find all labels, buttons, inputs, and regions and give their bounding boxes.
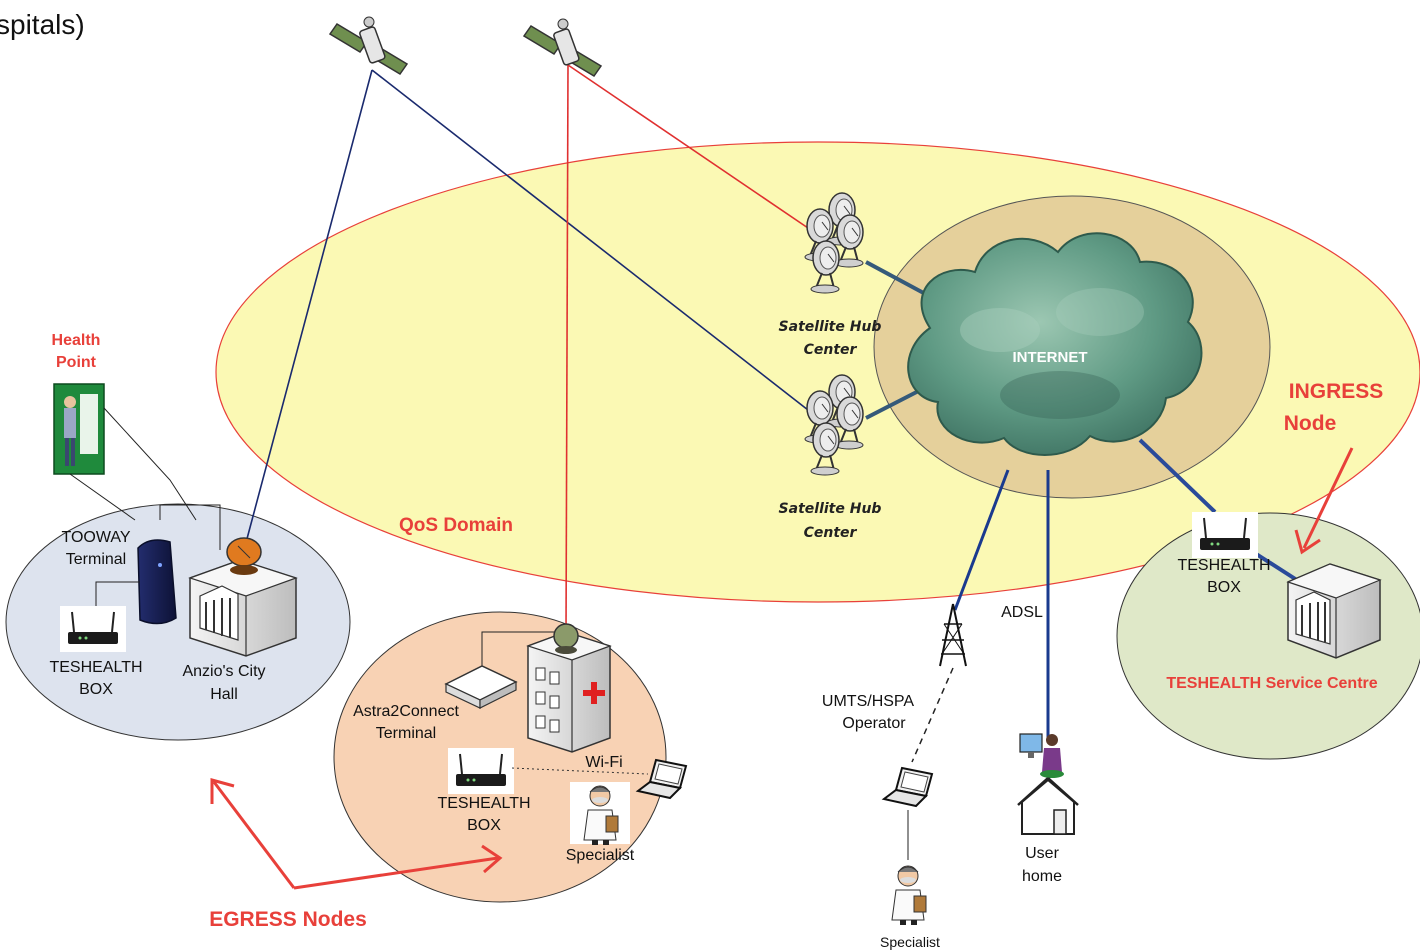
city-hall-label: Hall	[210, 686, 238, 703]
title-fragment: spitals)	[0, 9, 85, 40]
astra2connect-terminal-label: Astra2Connect	[353, 703, 459, 720]
city-hall-dish-icon	[226, 537, 262, 575]
link-healthpoint-terminal	[69, 473, 136, 521]
health-point-kiosk-icon	[53, 383, 105, 475]
city-hall-label: Anzio's City	[182, 663, 265, 680]
teshealth-box-label: BOX	[79, 681, 113, 698]
tooway-terminal-label: Terminal	[66, 551, 126, 568]
satellite-icon	[329, 16, 408, 75]
link-internet-service	[1138, 438, 1217, 514]
astra2connect-terminal-label: Terminal	[376, 725, 436, 742]
router-icon	[1191, 511, 1259, 559]
service-centre-building-icon	[1286, 563, 1382, 659]
house-icon	[1016, 776, 1080, 836]
umts-operator-label: Operator	[842, 715, 906, 732]
city-hall-node-ellipse	[5, 503, 351, 741]
user-computer-icon	[1019, 733, 1064, 778]
teshealth-box-label: TESHEALTH	[437, 795, 530, 812]
satellite-hub-label: Satellite Hub	[779, 501, 882, 517]
cell-tower-icon	[939, 603, 967, 667]
ingress-arrow-icon	[1294, 447, 1354, 555]
internet-label: INTERNET	[1013, 349, 1088, 366]
teshealth-box-label: BOX	[467, 817, 501, 834]
health-point-label: Point	[56, 354, 97, 371]
qos-domain-label: QoS Domain	[399, 515, 513, 536]
specialist-doctor-icon	[877, 861, 939, 926]
link-terminal-dish	[159, 504, 221, 550]
service-centre-label: TESHEALTH Service Centre	[1166, 675, 1377, 692]
link-umts-laptop	[911, 667, 954, 763]
specialist-label: Specialist	[566, 847, 635, 864]
satellite-hub-label: Satellite Hub	[779, 319, 882, 335]
satellite-hub-label: Center	[804, 525, 858, 541]
egress-arrow-icon	[210, 778, 503, 890]
link-internet-umts	[953, 469, 1010, 611]
hospital-dish-icon	[553, 623, 579, 654]
user-home-label: User	[1025, 845, 1059, 862]
link-healthpoint-hall	[103, 407, 197, 521]
user-home-label: home	[1022, 868, 1062, 885]
specialist-label: Specialist	[880, 934, 940, 950]
umts-operator-label: UMTS/HSPA	[822, 693, 914, 710]
tooway-terminal-label: TOOWAY	[61, 529, 130, 546]
link-box-service	[1248, 548, 1302, 584]
astra2connect-terminal-icon	[444, 665, 518, 709]
satellite-icon	[523, 18, 602, 77]
hospital-building-icon	[526, 623, 612, 753]
health-point-label: Health	[52, 332, 101, 349]
satellite-links	[243, 64, 809, 635]
router-icon	[59, 605, 127, 653]
router-icon	[447, 747, 515, 795]
ingress-node-label: INGRESS	[1289, 380, 1384, 403]
wifi-label: Wi-Fi	[585, 754, 622, 771]
egress-nodes-label: EGRESS Nodes	[209, 908, 367, 931]
link-sat2-hub1	[567, 64, 809, 229]
link-sat1-hub2	[371, 69, 809, 411]
satellite-hub-label: Center	[804, 342, 858, 358]
tooway-terminal-icon	[137, 539, 177, 625]
specialist-doctor-icon	[569, 781, 631, 846]
internet-cloud: INTERNET	[907, 232, 1203, 456]
adsl-label: ADSL	[1001, 604, 1043, 621]
teshealth-box-label: BOX	[1207, 579, 1241, 596]
link-box-terminal	[95, 581, 140, 608]
city-hall-building-icon	[188, 537, 298, 657]
teshealth-box-label: TESHEALTH	[1177, 557, 1270, 574]
ingress-node-label: Node	[1284, 412, 1337, 435]
laptop-icon	[883, 767, 933, 807]
teshealth-box-label: TESHEALTH	[49, 659, 142, 676]
link-sat1-cityhall	[243, 69, 373, 551]
link-sat2-hospital	[565, 64, 569, 635]
